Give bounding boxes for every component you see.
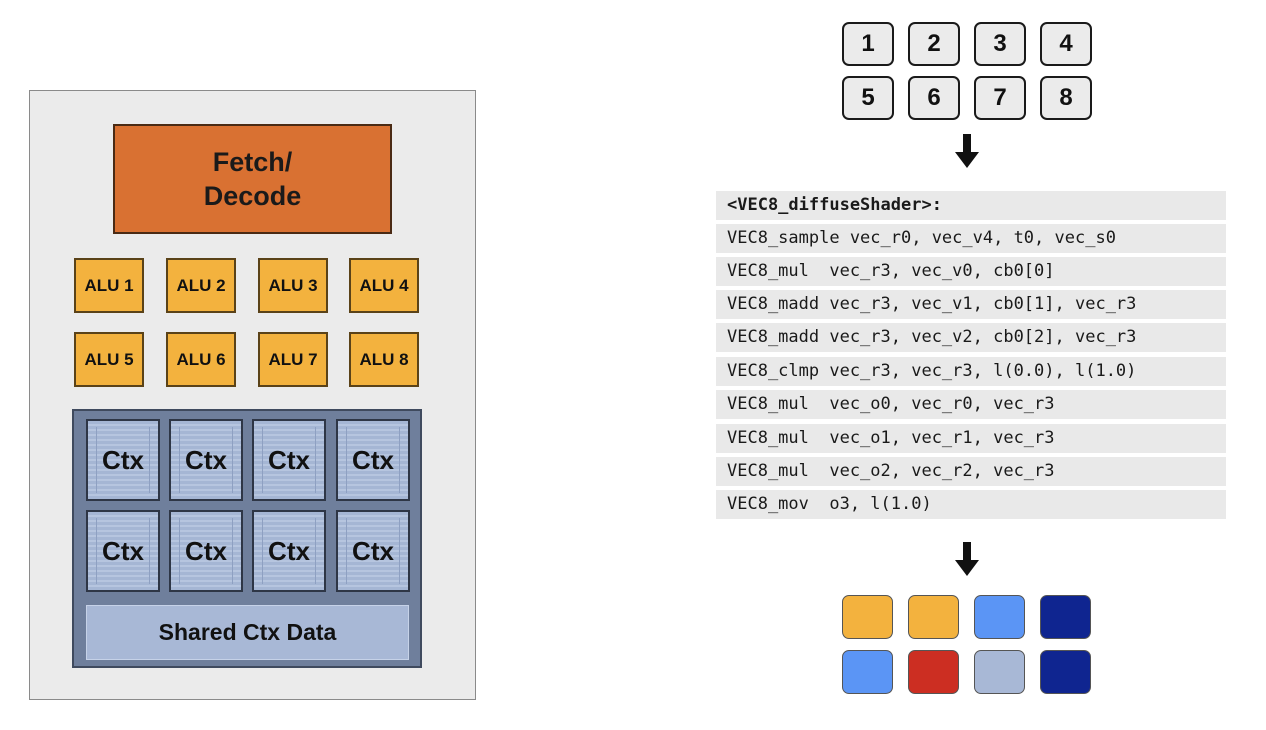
context-block: Ctx: [252, 510, 326, 592]
context-block: Ctx: [336, 419, 410, 501]
context-label: Ctx: [352, 535, 394, 566]
context-label: Ctx: [185, 444, 227, 475]
code-line: VEC8_mov o3, l(1.0): [716, 490, 1226, 519]
fragment-1: 1: [842, 22, 894, 66]
fragment-6: 6: [908, 76, 960, 120]
context-block: Ctx: [86, 419, 160, 501]
output-color-swatch: [974, 595, 1025, 639]
output-color-swatch: [908, 595, 959, 639]
context-block: Ctx: [169, 510, 243, 592]
output-color-swatch: [842, 595, 893, 639]
fragment-7: 7: [974, 76, 1026, 120]
alu-6: ALU 6: [166, 332, 236, 387]
context-block: Ctx: [169, 419, 243, 501]
alu-5: ALU 5: [74, 332, 144, 387]
output-color-swatch: [842, 650, 893, 694]
alu-4: ALU 4: [349, 258, 419, 313]
code-line: VEC8_madd vec_r3, vec_v1, cb0[1], vec_r3: [716, 290, 1226, 319]
code-line: VEC8_sample vec_r0, vec_v4, t0, vec_s0: [716, 224, 1226, 253]
alu-1: ALU 1: [74, 258, 144, 313]
fragment-4: 4: [1040, 22, 1092, 66]
output-color-swatch: [974, 650, 1025, 694]
context-label: Ctx: [268, 535, 310, 566]
shared-context-data: Shared Ctx Data: [86, 605, 409, 660]
output-color-swatch: [1040, 650, 1091, 694]
context-label: Ctx: [185, 535, 227, 566]
code-line: VEC8_mul vec_r3, vec_v0, cb0[0]: [716, 257, 1226, 286]
context-block: Ctx: [86, 510, 160, 592]
alu-3: ALU 3: [258, 258, 328, 313]
context-label: Ctx: [102, 444, 144, 475]
alu-7: ALU 7: [258, 332, 328, 387]
context-label: Ctx: [102, 535, 144, 566]
output-color-swatch: [1040, 595, 1091, 639]
code-line: VEC8_mul vec_o1, vec_r1, vec_r3: [716, 424, 1226, 453]
arrow-down-icon: [955, 134, 979, 168]
context-block: Ctx: [252, 419, 326, 501]
fragment-5: 5: [842, 76, 894, 120]
context-label: Ctx: [268, 444, 310, 475]
code-line: VEC8_mul vec_o2, vec_r2, vec_r3: [716, 457, 1226, 486]
context-block: Ctx: [336, 510, 410, 592]
code-line: VEC8_mul vec_o0, vec_r0, vec_r3: [716, 390, 1226, 419]
fragment-3: 3: [974, 22, 1026, 66]
alu-2: ALU 2: [166, 258, 236, 313]
alu-8: ALU 8: [349, 332, 419, 387]
context-label: Ctx: [352, 444, 394, 475]
code-line: VEC8_clmp vec_r3, vec_r3, l(0.0), l(1.0): [716, 357, 1226, 386]
fragment-8: 8: [1040, 76, 1092, 120]
arrow-down-icon: [955, 542, 979, 576]
fragment-2: 2: [908, 22, 960, 66]
code-header: <VEC8_diffuseShader>:: [716, 191, 1226, 220]
code-line: VEC8_madd vec_r3, vec_v2, cb0[2], vec_r3: [716, 323, 1226, 352]
output-color-swatch: [908, 650, 959, 694]
decode-label: Decode: [203, 181, 302, 211]
fetch-label: Fetch/: [212, 147, 293, 177]
fetch-decode-unit: Fetch/ Decode: [113, 124, 392, 234]
